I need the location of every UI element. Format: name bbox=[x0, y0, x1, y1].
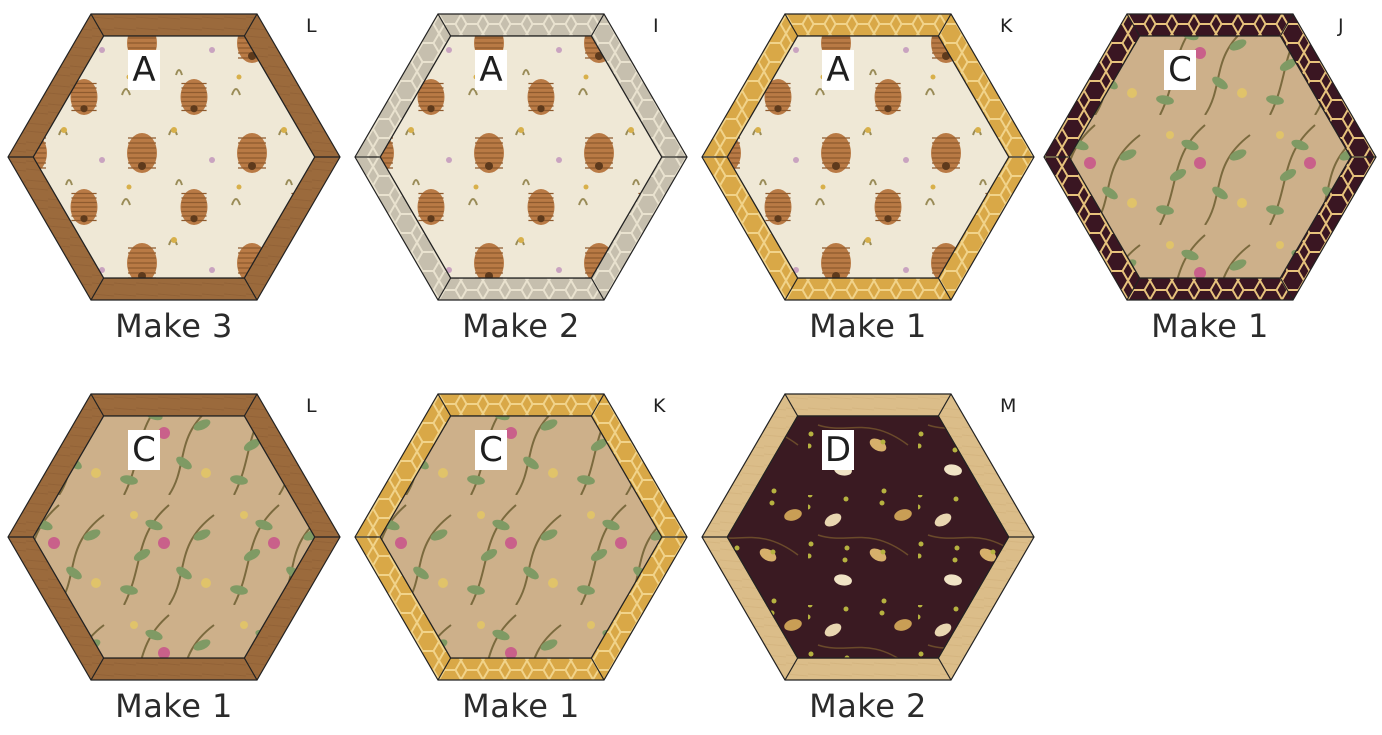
fabric-letter: A bbox=[128, 50, 160, 90]
make-count-caption: Make 1 bbox=[698, 307, 1038, 345]
hex-block-7: D M Make 2 bbox=[698, 385, 1038, 735]
hex-block-graphic bbox=[698, 385, 1038, 685]
border-letter: L bbox=[306, 15, 317, 37]
border-letter: K bbox=[1000, 15, 1012, 37]
border-letter: L bbox=[306, 395, 317, 417]
make-count-caption: Make 2 bbox=[351, 307, 691, 345]
hexagon-block-diagram: A L Make 3 A I Make 2 A K Make 1 C J Mak… bbox=[0, 0, 1382, 719]
hex-block-2: A I Make 2 bbox=[351, 5, 691, 355]
hex-block-6: C K Make 1 bbox=[351, 385, 691, 735]
make-count-caption: Make 1 bbox=[351, 687, 691, 725]
hex-block-1: A L Make 3 bbox=[4, 5, 344, 355]
make-count-caption: Make 2 bbox=[698, 687, 1038, 725]
fabric-letter: A bbox=[822, 50, 854, 90]
make-count-caption: Make 1 bbox=[4, 687, 344, 725]
hex-block-graphic bbox=[698, 5, 1038, 305]
hex-block-4: C J Make 1 bbox=[1040, 5, 1380, 355]
hex-block-3: A K Make 1 bbox=[698, 5, 1038, 355]
make-count-caption: Make 3 bbox=[4, 307, 344, 345]
hex-block-graphic bbox=[4, 5, 344, 305]
fabric-letter: C bbox=[475, 430, 507, 470]
fabric-letter: D bbox=[822, 430, 854, 470]
make-count-caption: Make 1 bbox=[1040, 307, 1380, 345]
hex-block-graphic bbox=[4, 385, 344, 685]
hex-block-graphic bbox=[351, 385, 691, 685]
hex-block-graphic bbox=[1040, 5, 1380, 305]
fabric-letter: C bbox=[1164, 50, 1196, 90]
hex-block-5: C L Make 1 bbox=[4, 385, 344, 735]
fabric-letter: C bbox=[128, 430, 160, 470]
hex-block-graphic bbox=[351, 5, 691, 305]
border-letter: J bbox=[1338, 15, 1344, 37]
fabric-letter: A bbox=[475, 50, 507, 90]
border-letter: I bbox=[653, 15, 659, 37]
border-letter: K bbox=[653, 395, 665, 417]
border-letter: M bbox=[1000, 395, 1016, 417]
